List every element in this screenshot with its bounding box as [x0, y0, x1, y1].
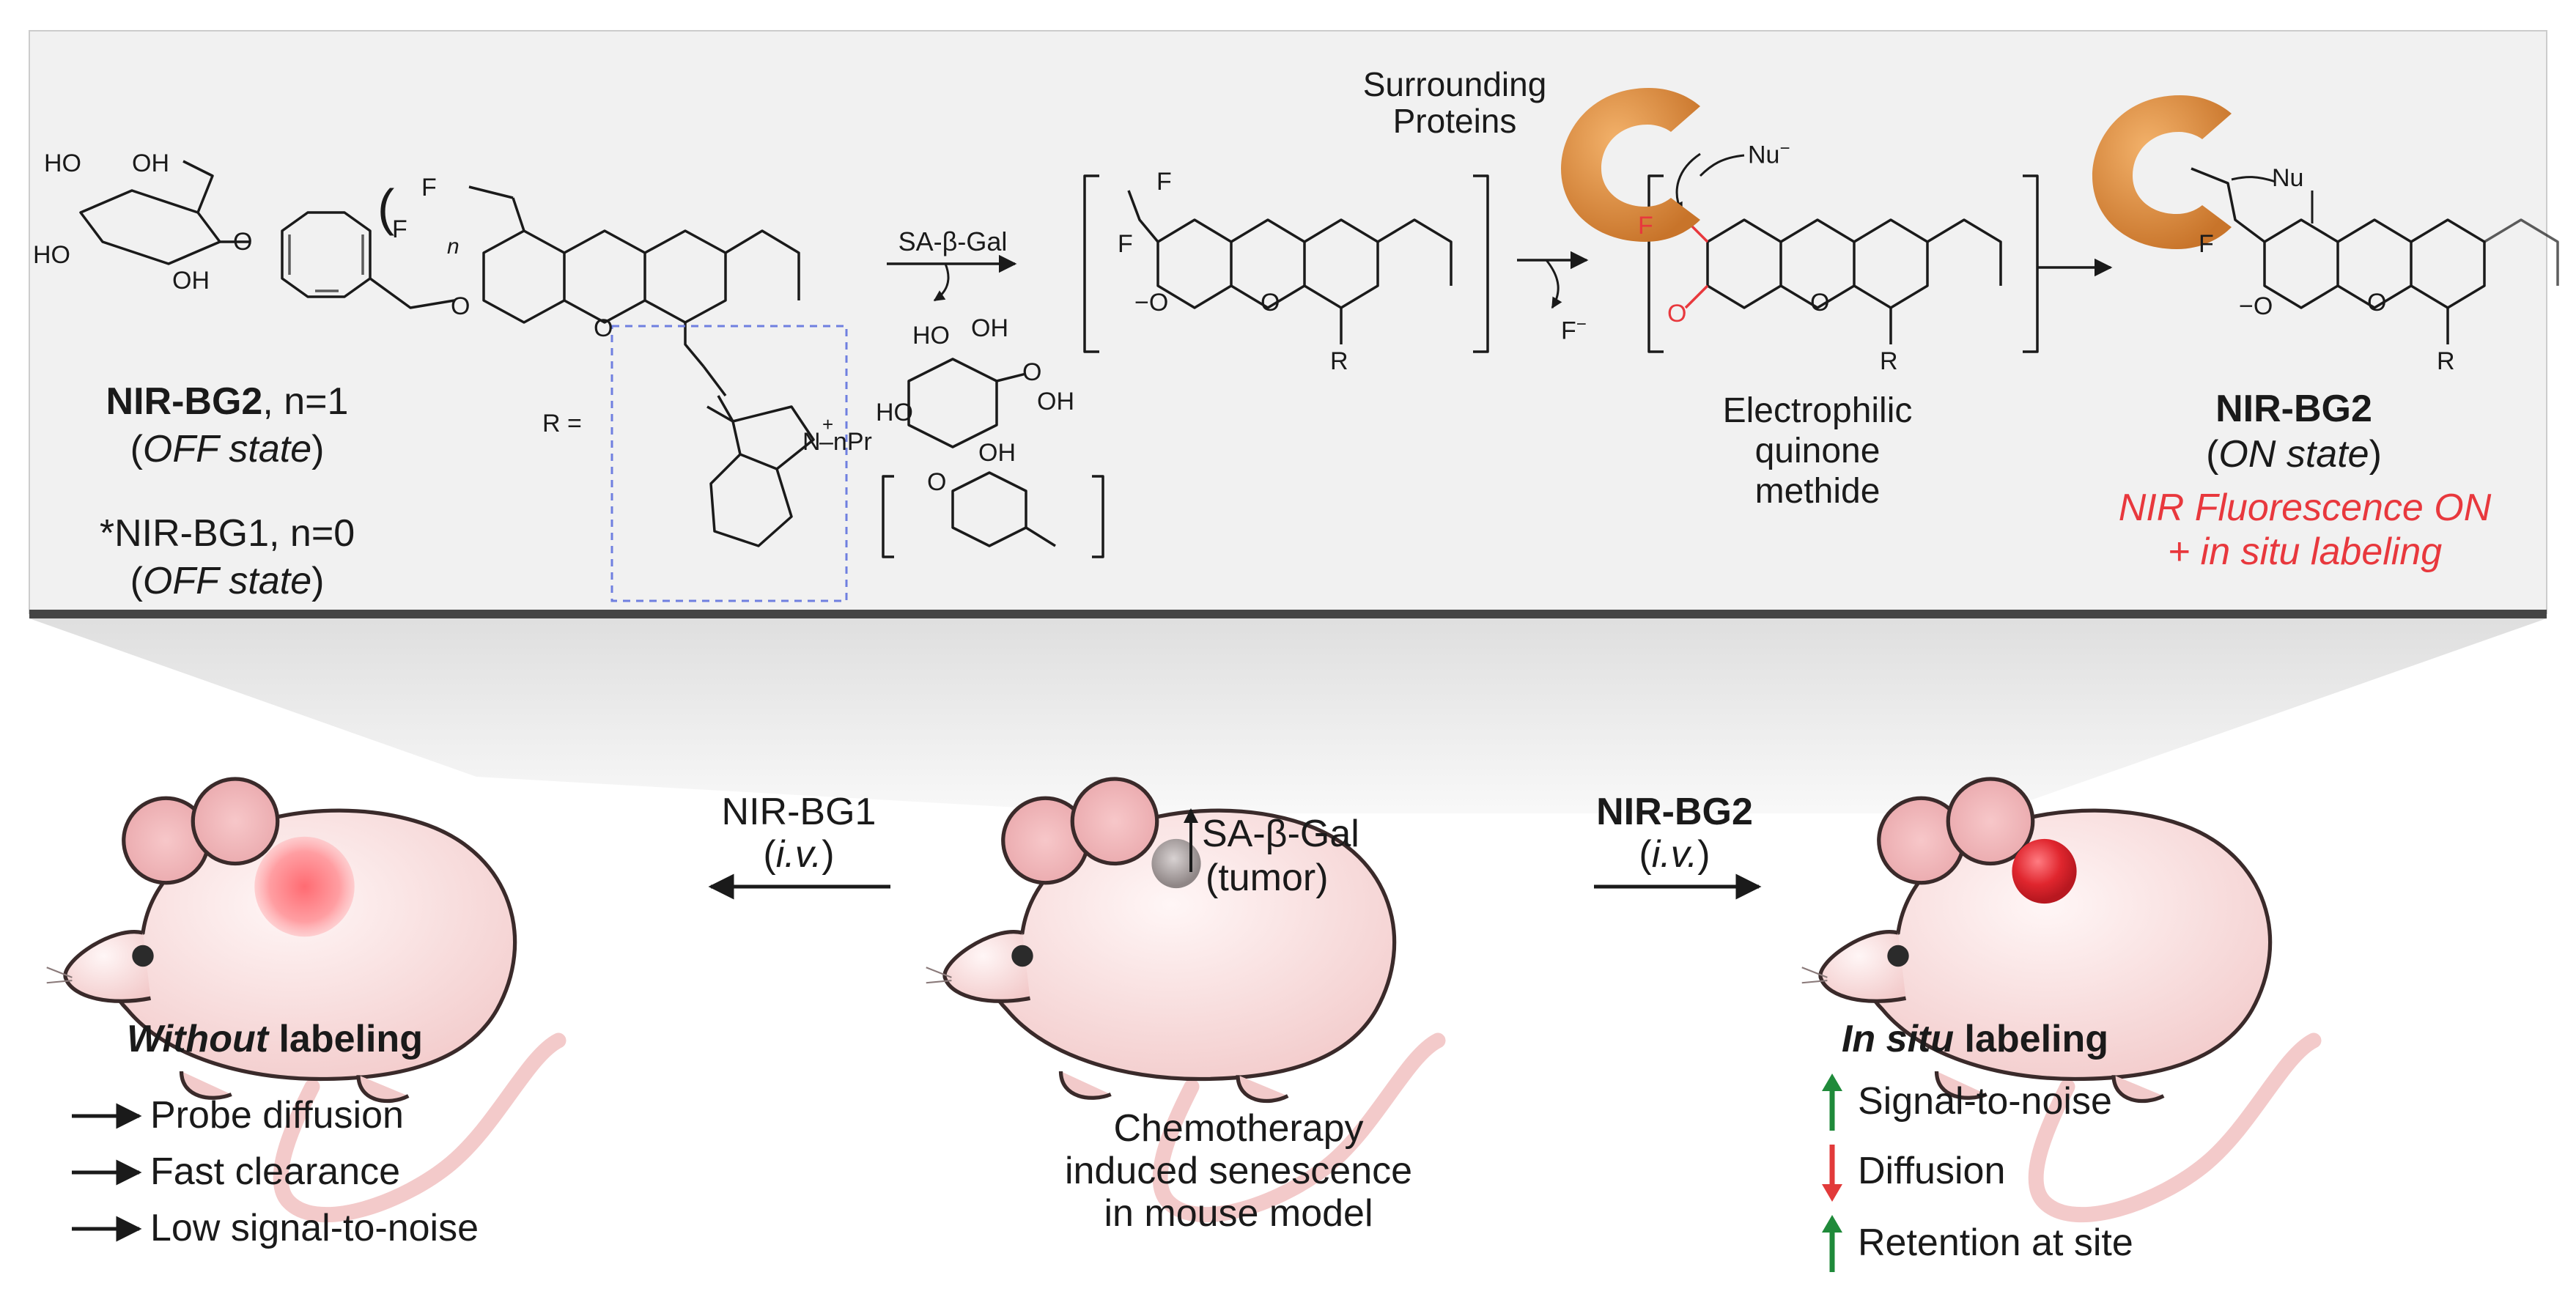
increase-arrowhead-icon [1822, 1074, 1842, 1091]
model-caption-line1: Chemotherapy [1113, 1107, 1364, 1150]
model-caption-line3: in mouse model [1104, 1192, 1373, 1235]
atom-label: O [594, 314, 613, 342]
mouse-in-situ-labeling [1802, 779, 2314, 1215]
without-labeling-title: Without labeling [127, 1018, 423, 1060]
surrounding-proteins-line1: Surrounding [1362, 65, 1547, 103]
fluoride-release-arrow [1545, 259, 1562, 309]
atom-label: OH [132, 149, 169, 177]
atom-label: HO [33, 241, 70, 269]
atom-label: O [1261, 289, 1280, 317]
atom-label: N [802, 428, 821, 456]
alt-probe-name: *NIR-BG1, n=0 [99, 512, 355, 555]
probe-structure [79, 160, 2559, 558]
diffuse-signal [254, 836, 355, 937]
n-subscript: n [447, 234, 460, 259]
product-name: NIR-BG2 [2215, 388, 2372, 430]
tumor-label-line1: SA-β-Gal [1202, 813, 1359, 855]
left-result-item: Fast clearance [150, 1150, 401, 1193]
paren-open: ( [377, 179, 395, 236]
npr-label: –nPr [819, 428, 872, 456]
intermediate-label-line2: quinone [1754, 432, 1881, 470]
atom-label: O [927, 468, 947, 496]
right-result-item: Retention at site [1858, 1222, 2133, 1264]
right-arrow-label: NIR-BG2 [1596, 791, 1753, 833]
labeled-tumor-signal [2012, 838, 2077, 904]
atom-label: F [421, 174, 437, 202]
atom-label: O [1810, 289, 1830, 317]
right-result-item: Signal-to-noise [1858, 1080, 2112, 1123]
left-result-item: Low signal-to-noise [150, 1207, 479, 1249]
atom-label: OH [172, 267, 210, 295]
surrounding-proteins-line2: Proteins [1392, 102, 1517, 140]
left-arrow-route: (i.v.) [763, 833, 835, 876]
nucleophile-label: Nu− [1748, 138, 1790, 169]
product-highlight-line2: + in situ labeling [2167, 531, 2443, 573]
atom-label: −O [1134, 289, 1169, 317]
atom-label: F [392, 215, 407, 243]
right-arrow-route: (i.v.) [1639, 833, 1710, 876]
right-bullet-arrows [1822, 1074, 1842, 1272]
atom-label: OH [978, 439, 1016, 467]
fluoride-label: F− [1561, 314, 1587, 345]
atom-label: −O [2239, 292, 2273, 320]
r-equals: R = [542, 410, 582, 437]
labeled-protein-shape [2092, 95, 2314, 249]
intermediate-label-line1: Electrophilic [1722, 391, 1913, 430]
atom-label: O [1667, 300, 1687, 328]
in-situ-labeling-title: In situ labeling [1841, 1018, 2109, 1060]
increase-arrowhead-icon [1822, 1215, 1842, 1233]
atom-label: HO [44, 149, 81, 177]
tumor-grey [1151, 838, 1201, 889]
atom-label: R [1330, 347, 1348, 375]
enzyme-release-arrow [933, 263, 950, 302]
atom-label: Nu [2272, 164, 2304, 192]
atom-label: F [1156, 168, 1172, 196]
decrease-arrowhead-icon [1822, 1184, 1842, 1202]
atom-label: R [1880, 347, 1898, 375]
atom-label: O [1022, 358, 1042, 386]
charge-plus: + [822, 413, 834, 435]
alt-probe-state: (OFF state) [130, 560, 325, 602]
product-state: (ON state) [2206, 433, 2382, 476]
atom-label: O [233, 228, 253, 256]
r-group-dashed-box [610, 325, 848, 602]
atom-label: O [451, 292, 470, 320]
atom-label: F [1638, 212, 1653, 240]
surrounding-protein-shape [1561, 88, 1745, 242]
probe-state-line: (OFF state) [130, 428, 325, 470]
left-bullet-arrows [72, 1103, 142, 1242]
mouse-tumor-model [926, 779, 1438, 1215]
atom-label: R [2437, 347, 2455, 375]
zoom-band [29, 618, 2547, 813]
enzyme-label: SA-β-Gal [898, 226, 1008, 256]
atom-label: F [2199, 230, 2214, 258]
atom-label: O [2367, 289, 2387, 317]
model-caption-line2: induced senescence [1064, 1150, 1413, 1192]
probe-name-line: NIR-BG2, n=1 [106, 380, 349, 423]
atom-label: F [1118, 230, 1133, 258]
atom-label: HO [912, 322, 950, 350]
atom-label: OH [971, 314, 1008, 342]
right-result-item: Diffusion [1858, 1150, 2006, 1192]
atom-label: HO [876, 399, 913, 426]
tumor-label-line2: (tumor) [1206, 857, 1329, 899]
left-result-item: Probe diffusion [150, 1094, 404, 1137]
product-highlight-line1: NIR Fluorescence ON [2118, 487, 2492, 529]
mouse-without-labeling [47, 779, 558, 1215]
intermediate-label-line3: methide [1754, 472, 1881, 511]
atom-label: OH [1037, 388, 1074, 415]
left-arrow-label: NIR-BG1 [721, 791, 876, 833]
